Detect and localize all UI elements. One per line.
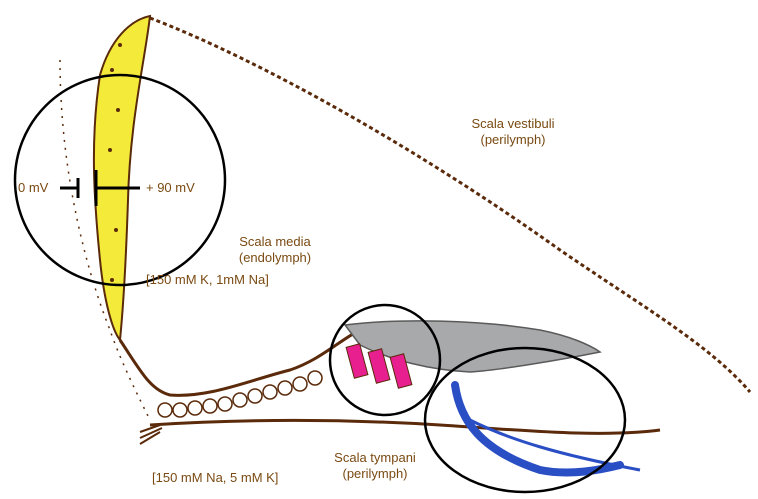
perilymph-ion-label: [150 mM Na, 5 mM K]: [152, 470, 278, 486]
potential-positive-label: + 90 mV: [146, 180, 195, 196]
scala-tympani-fluid: (perilymph): [320, 466, 430, 482]
endolymph-ion-label: [150 mM K, 1mM Na]: [146, 272, 269, 288]
spiral-lamina-fibers: [140, 425, 162, 444]
potential-zero-label: 0 mV: [18, 180, 48, 196]
scala-media-label: Scala media (endolymph): [220, 234, 330, 266]
scala-vestibuli-name: Scala vestibuli: [448, 116, 578, 132]
scala-media-name: Scala media: [220, 234, 330, 250]
scala-tympani-name: Scala tympani: [320, 450, 430, 466]
scala-vestibuli-label: Scala vestibuli (perilymph): [448, 116, 578, 148]
scala-tympani-label: Scala tympani (perilymph): [320, 450, 430, 482]
basilar-membrane: [150, 420, 660, 433]
stria-vascularis: [94, 16, 150, 340]
nerve-callout-ellipse: [425, 348, 625, 492]
spiral-limbus: [120, 330, 360, 395]
scala-media-fluid: (endolymph): [220, 250, 330, 266]
scala-vestibuli-fluid: (perilymph): [448, 132, 578, 148]
